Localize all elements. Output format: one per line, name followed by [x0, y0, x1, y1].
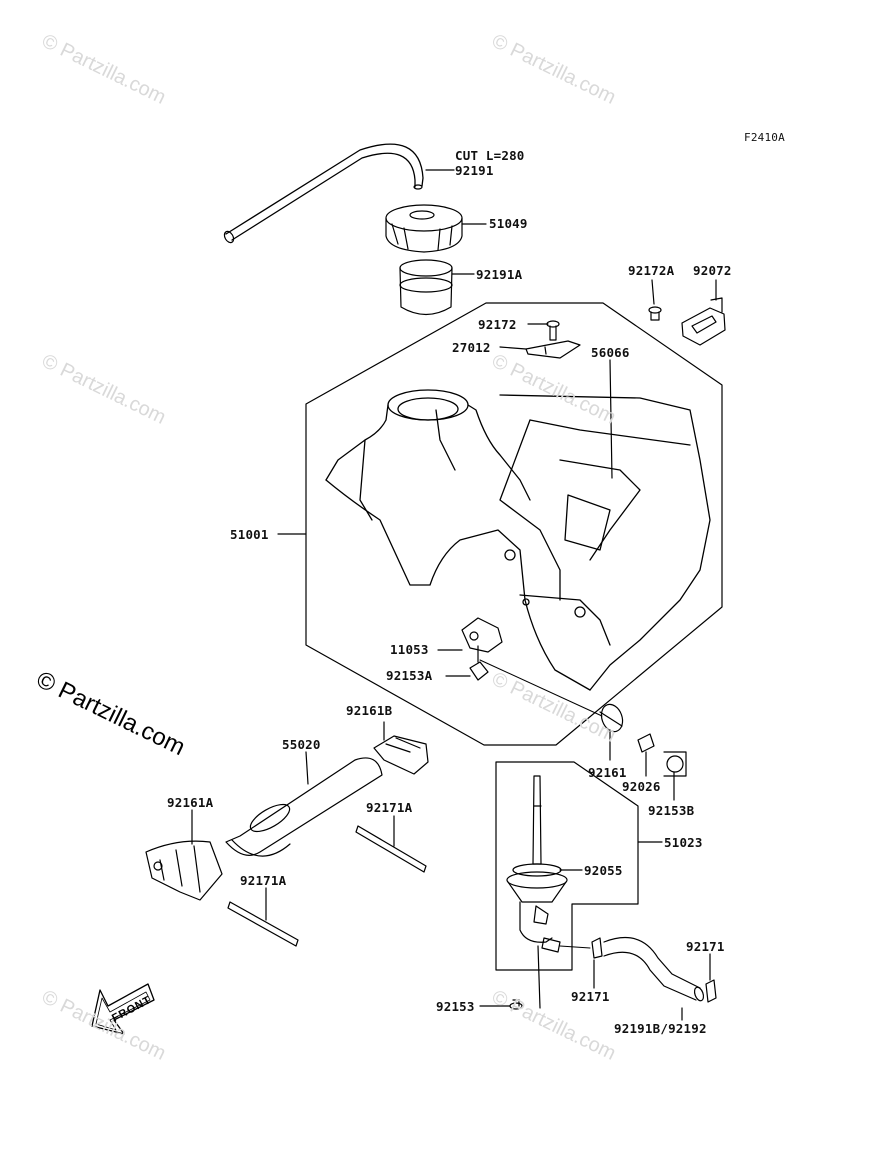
part-label-51001[interactable]: 51001	[230, 527, 269, 542]
part-label-92191[interactable]: 92191	[455, 163, 494, 178]
part-label-92171-right[interactable]: 92171	[686, 939, 725, 954]
part-label-92055[interactable]: 92055	[584, 863, 623, 878]
damper-92161	[599, 703, 624, 733]
part-label-92171-left[interactable]: 92171	[571, 989, 610, 1004]
diagram-code: F2410A	[744, 131, 785, 144]
part-label-92172[interactable]: 92172	[478, 317, 517, 332]
part-label-92161[interactable]: 92161	[588, 765, 627, 780]
clamp-92171-right	[705, 979, 717, 1003]
breather-hose	[225, 143, 424, 235]
part-label-92171a-lower[interactable]: 92171A	[240, 873, 287, 888]
pad-92161a	[145, 840, 223, 901]
part-label-55020[interactable]: 55020	[282, 737, 321, 752]
part-label-51049[interactable]: 51049	[489, 216, 528, 231]
part-label-92153[interactable]: 92153	[436, 999, 475, 1014]
fuel-cock	[506, 775, 568, 1009]
collar-92026	[637, 733, 655, 753]
part-label-92172a[interactable]: 92172A	[628, 263, 675, 278]
part-label-92153a[interactable]: 92153A	[386, 668, 433, 683]
part-label-56066[interactable]: 56066	[591, 345, 630, 360]
filler-sleeve	[399, 259, 453, 316]
mount-bracket	[461, 617, 503, 681]
tank-assembly-outline	[305, 302, 723, 746]
part-label-27012[interactable]: 27012	[452, 340, 491, 355]
part-label-11053[interactable]: 11053	[390, 642, 429, 657]
fuel-cap	[385, 204, 463, 253]
tie-strap-lower	[227, 901, 299, 947]
part-label-92161b[interactable]: 92161B	[346, 703, 393, 718]
tie-strap-upper	[355, 825, 427, 873]
part-label-92161a[interactable]: 92161A	[167, 795, 214, 810]
bolt-92153b	[663, 751, 687, 777]
part-label-92153b[interactable]: 92153B	[648, 803, 695, 818]
part-label-92191a[interactable]: 92191A	[476, 267, 523, 282]
pad-92161b	[373, 735, 429, 775]
part-label-51023[interactable]: 51023	[664, 835, 703, 850]
strap-band	[681, 297, 726, 346]
tank-cover	[225, 757, 383, 857]
fuel-hose	[603, 936, 705, 1002]
part-label-92171a-upper[interactable]: 92171A	[366, 800, 413, 815]
part-label-92191b-92192[interactable]: 92191B/92192	[614, 1021, 707, 1036]
fuel-cock-outline	[495, 761, 639, 971]
fuel-tank	[325, 389, 711, 691]
part-label-92072[interactable]: 92072	[693, 263, 732, 278]
cut-length-note: CUT L=280	[455, 148, 525, 163]
clamp-92171-left	[591, 937, 603, 959]
screw-92172a	[648, 306, 662, 321]
part-label-92026[interactable]: 92026	[622, 779, 661, 794]
bracket-27012	[525, 320, 581, 359]
front-arrow	[91, 983, 155, 1035]
